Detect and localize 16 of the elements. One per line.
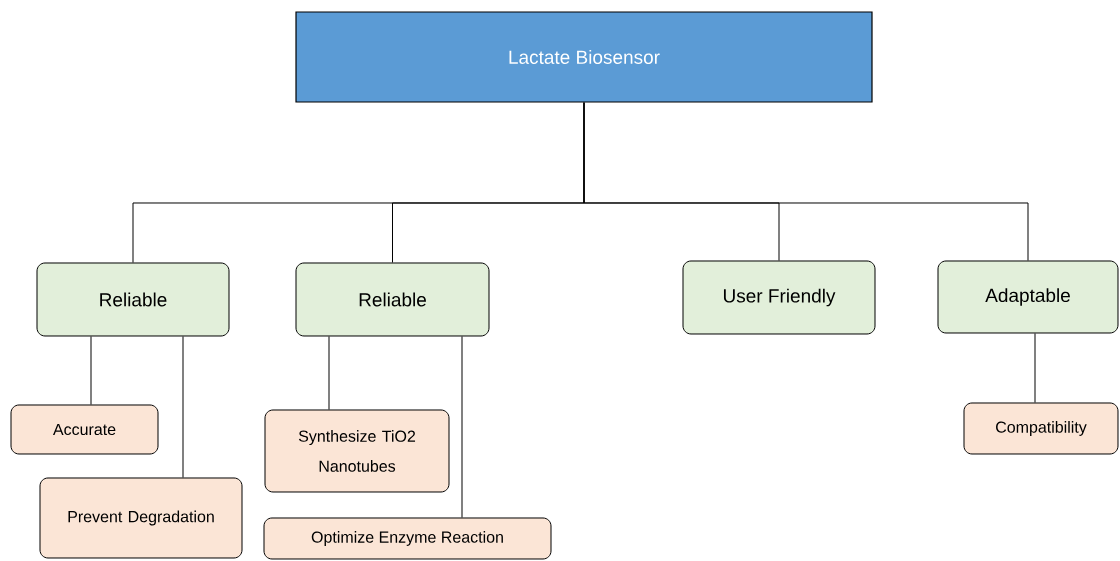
connector-line	[182, 336, 184, 478]
category-box: Reliable	[36, 262, 230, 337]
category-box: Adaptable	[937, 260, 1119, 334]
requirement-box: Optimize Enzyme Reaction	[263, 517, 552, 560]
connector-line	[583, 102, 1029, 261]
title-box: Lactate Biosensor	[295, 11, 873, 103]
requirement-box: Prevent Degradation	[39, 477, 243, 559]
requirement-box: Compatibility	[963, 402, 1119, 455]
requirement-box: Synthesize TiO2 Nanotubes	[264, 409, 450, 493]
category-box: User Friendly	[682, 260, 876, 335]
connector-line	[1034, 333, 1036, 403]
connector-line	[90, 336, 92, 405]
connector-line	[328, 336, 330, 410]
category-box: Reliable	[295, 262, 490, 337]
requirement-box: Accurate	[10, 404, 159, 455]
connector-line	[461, 336, 463, 518]
